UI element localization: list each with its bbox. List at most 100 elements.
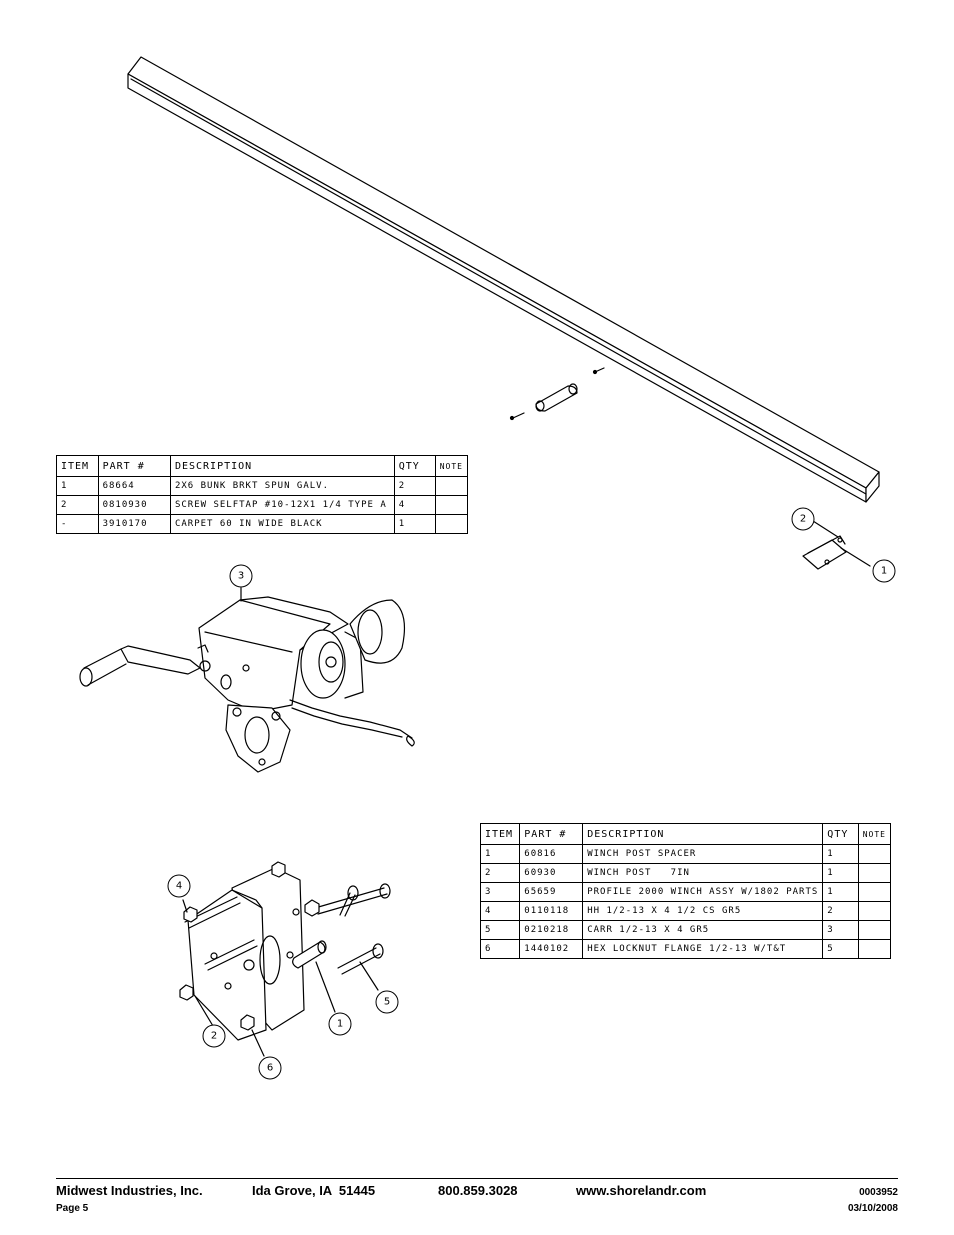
footer-page-number: Page 5: [56, 1203, 89, 1214]
callout-number: 1: [881, 566, 887, 577]
winch-post-illustration: [179, 861, 391, 1041]
table-row: 3 65659 PROFILE 2000 WINCH ASSY W/1802 P…: [479, 882, 892, 902]
table-row: - 3910170 CARPET 60 IN WIDE BLACK 1: [56, 514, 469, 534]
leader-line: [182, 899, 188, 913]
cell-item: 2: [56, 495, 99, 515]
cell-part: 3910170: [97, 514, 171, 534]
footer-doc-number: 0003952: [859, 1187, 898, 1198]
column-header-qty: QTY: [393, 455, 436, 477]
callout-balloon: [872, 559, 896, 583]
column-header-description: DESCRIPTION: [582, 823, 824, 845]
callout-balloon: [328, 1012, 352, 1036]
cell-part: 60930: [519, 863, 584, 883]
cell-description: PROFILE 2000 WINCH ASSY W/1802 PARTS: [582, 882, 824, 902]
cell-part: 0210218: [519, 920, 584, 940]
cell-note: [857, 939, 892, 959]
callout-balloon: [202, 1024, 226, 1048]
cell-item: 1: [56, 476, 99, 496]
callout-number: 4: [176, 881, 182, 892]
footer-date: 03/10/2008: [847, 1203, 898, 1214]
cell-description: SCREW SELFTAP #10-12X1 1/4 TYPE A: [169, 495, 395, 515]
bunk-bracket-illustration: [509, 367, 605, 421]
cell-qty: 2: [822, 901, 859, 921]
cell-item: -: [56, 514, 99, 534]
cell-note: [857, 844, 892, 864]
cell-note: [857, 901, 892, 921]
cell-part: 68664: [97, 476, 171, 496]
cell-description: CARR 1/2-13 X 4 GR5: [582, 920, 824, 940]
bunk-board-illustration: [127, 56, 880, 503]
cell-description: WINCH POST 7IN: [582, 863, 824, 883]
cell-description: 2X6 BUNK BRKT SPUN GALV.: [169, 476, 395, 496]
cell-note: [434, 495, 469, 515]
callout-number: 3: [238, 571, 244, 582]
cell-part: 65659: [519, 882, 584, 902]
leader-line: [315, 961, 336, 1013]
column-header-note: NOTE: [434, 455, 469, 477]
leader-line: [840, 547, 871, 567]
cell-part: 1440102: [519, 939, 584, 959]
parts-list-bunk: ITEM PART # DESCRIPTION QTY NOTE 1 68664…: [56, 455, 469, 534]
column-header-part: PART #: [97, 455, 171, 477]
parts-list-header: ITEM PART # DESCRIPTION QTY NOTE: [56, 455, 469, 477]
callout-balloon: [791, 507, 815, 531]
column-header-description: DESCRIPTION: [169, 455, 395, 477]
footer-company: Midwest Industries, Inc.: [56, 1183, 203, 1198]
callout-balloon: [167, 874, 191, 898]
cell-qty: 5: [822, 939, 859, 959]
callout-balloon: [375, 990, 399, 1014]
cell-description: HEX LOCKNUT FLANGE 1/2-13 W/T&T: [582, 939, 824, 959]
table-row: 1 68664 2X6 BUNK BRKT SPUN GALV. 2: [56, 476, 469, 496]
cell-note: [857, 863, 892, 883]
cell-item: 6: [479, 939, 521, 959]
bracket-detail-illustration: [802, 535, 847, 570]
table-row: 5 0210218 CARR 1/2-13 X 4 GR5 3: [479, 920, 892, 940]
winch-illustration: [79, 596, 415, 773]
cell-note: [857, 920, 892, 940]
column-header-item: ITEM: [479, 823, 521, 845]
table-row: 2 0810930 SCREW SELFTAP #10-12X1 1/4 TYP…: [56, 495, 469, 515]
callout-number: 6: [267, 1063, 273, 1074]
leader-line: [251, 1029, 265, 1057]
footer-city: Ida Grove, IA 51445: [252, 1183, 376, 1198]
parts-list-header: ITEM PART # DESCRIPTION QTY NOTE: [479, 823, 892, 845]
cell-item: 2: [479, 863, 521, 883]
cell-description: HH 1/2-13 X 4 1/2 CS GR5: [582, 901, 824, 921]
footer-website-link[interactable]: www.shorelandr.com: [576, 1183, 707, 1198]
cell-qty: 1: [822, 863, 859, 883]
footer-phone: 800.859.3028: [438, 1183, 518, 1198]
cell-qty: 2: [393, 476, 436, 496]
cell-part: 0810930: [97, 495, 171, 515]
cell-description: WINCH POST SPACER: [582, 844, 824, 864]
table-row: 6 1440102 HEX LOCKNUT FLANGE 1/2-13 W/T&…: [479, 939, 892, 959]
cell-note: [434, 514, 469, 534]
footer-divider: [56, 1178, 898, 1179]
callout-number: 2: [800, 514, 806, 525]
cell-part: 60816: [519, 844, 584, 864]
cell-item: 5: [479, 920, 521, 940]
cell-qty: 1: [822, 882, 859, 902]
column-header-part: PART #: [519, 823, 584, 845]
column-header-qty: QTY: [822, 823, 859, 845]
cell-item: 1: [479, 844, 521, 864]
table-row: 1 60816 WINCH POST SPACER 1: [479, 844, 892, 864]
cell-note: [434, 476, 469, 496]
leader-line: [359, 961, 379, 991]
cell-qty: 4: [393, 495, 436, 515]
cell-note: [857, 882, 892, 902]
callout-number: 5: [384, 997, 390, 1008]
callout-number: 1: [337, 1019, 343, 1030]
table-row: 2 60930 WINCH POST 7IN 1: [479, 863, 892, 883]
leader-line: [194, 995, 214, 1027]
cell-qty: 1: [393, 514, 436, 534]
column-header-item: ITEM: [56, 455, 99, 477]
leader-line: [812, 520, 839, 538]
cell-item: 3: [479, 882, 521, 902]
cell-item: 4: [479, 901, 521, 921]
callout-balloon: [258, 1056, 282, 1080]
callout-number: 2: [211, 1031, 217, 1042]
parts-list-winch-post: ITEM PART # DESCRIPTION QTY NOTE 1 60816…: [479, 823, 892, 959]
table-row: 4 0110118 HH 1/2-13 X 4 1/2 CS GR5 2: [479, 901, 892, 921]
callout-balloon: [229, 564, 253, 588]
